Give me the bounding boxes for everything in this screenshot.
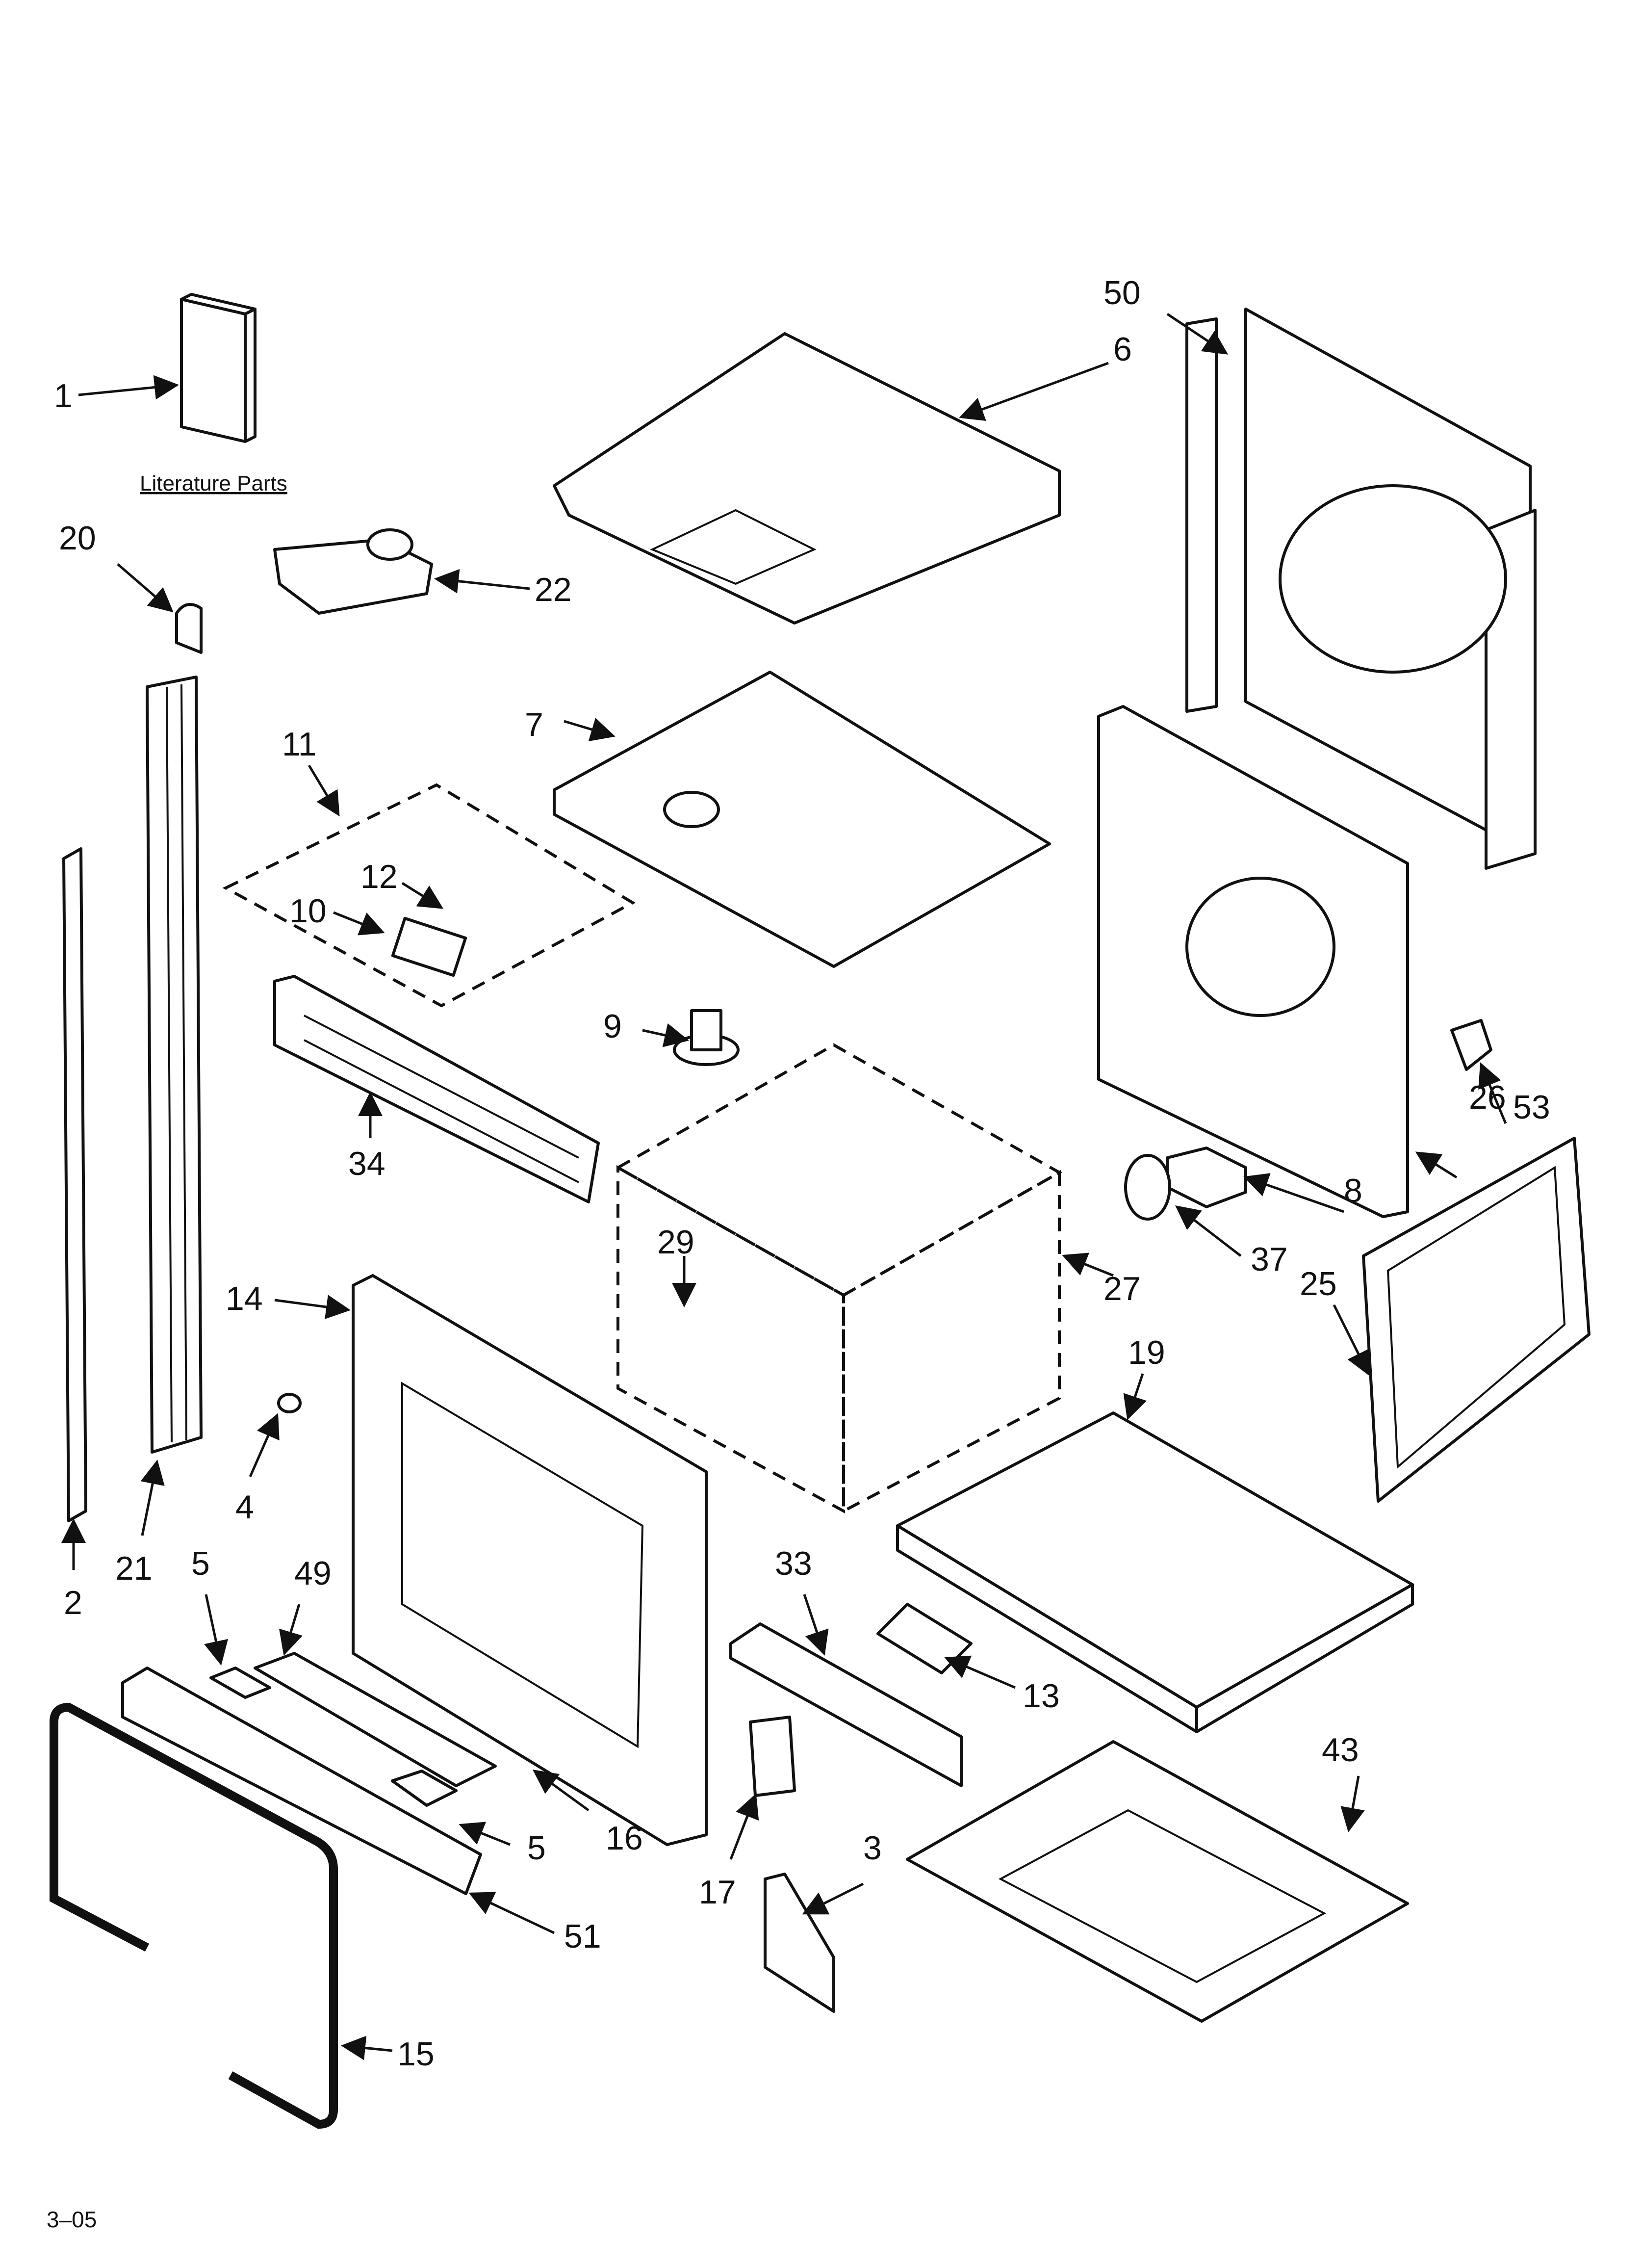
callout-10: 10: [289, 892, 327, 930]
callout-53: 53: [1513, 1089, 1550, 1126]
callout-15: 15: [397, 2035, 435, 2073]
callout-37: 37: [1251, 1241, 1288, 1278]
end-cap: [175, 603, 203, 654]
vent-grille: [273, 975, 600, 1203]
small-bracket: [1450, 1019, 1492, 1071]
element-terminal: [673, 1009, 740, 1066]
rear-frame: [1097, 705, 1409, 1218]
sensor-block: [1166, 1147, 1247, 1208]
spacer-block-lower: [391, 1770, 458, 1807]
literature-booklet: [180, 293, 257, 443]
insulation-strip: [254, 1652, 497, 1787]
literature-caption: Literature Parts: [140, 471, 287, 495]
callout-8: 8: [1344, 1172, 1362, 1209]
revision-code: 3–05: [47, 2207, 97, 2232]
callout-25: 25: [1300, 1265, 1337, 1303]
screw: [277, 1393, 302, 1413]
callout-34: 34: [348, 1145, 385, 1182]
callout-11: 11: [282, 726, 317, 763]
callout-20: 20: [59, 520, 96, 557]
rear-panel: [1185, 308, 1537, 870]
mounting-bracket: [764, 1873, 835, 2013]
callout-3: 3: [863, 1829, 882, 1867]
callout-17: 17: [699, 1874, 736, 1911]
top-shield: [553, 332, 1061, 625]
callout-22: 22: [535, 571, 572, 608]
callout-5-lower: 5: [527, 1829, 546, 1867]
callout-49: 49: [294, 1555, 332, 1592]
side-trim-left: [62, 847, 87, 1522]
bottom-shield: [896, 1411, 1414, 1733]
leader-arrows: [61, 313, 1507, 2060]
light-kit-outline: [222, 783, 636, 1008]
callout-1: 1: [54, 377, 73, 415]
callout-7: 7: [525, 706, 543, 743]
bottom-trim: [729, 1622, 963, 1787]
latch-assembly: [273, 528, 433, 615]
bottom-pan: [906, 1740, 1409, 2023]
callout-26: 26: [1469, 1079, 1506, 1116]
thermostat-disc: [1124, 1154, 1171, 1221]
callout-33: 33: [775, 1545, 812, 1582]
callout-4: 4: [235, 1488, 254, 1526]
callout-12: 12: [360, 858, 398, 895]
front-frame: [352, 1274, 708, 1846]
side-trim-right: [146, 676, 203, 1454]
door-frame: [1362, 1137, 1591, 1503]
callout-27: 27: [1103, 1270, 1141, 1307]
callout-13: 13: [1023, 1677, 1060, 1715]
callout-9: 9: [603, 1008, 622, 1045]
hinge-bracket: [749, 1716, 796, 1797]
callout-2: 2: [64, 1584, 82, 1621]
light-lens: [391, 916, 467, 977]
callout-29: 29: [657, 1224, 694, 1261]
callout-51: 51: [564, 1918, 601, 1955]
top-panel: [553, 671, 1051, 968]
front-trim-bar: [121, 1667, 482, 1895]
callout-6: 6: [1113, 331, 1132, 368]
callout-50: 50: [1103, 274, 1141, 312]
spacer-block-upper: [209, 1667, 271, 1699]
callout-19: 19: [1128, 1334, 1165, 1371]
callout-5-upper: 5: [191, 1545, 210, 1582]
callout-labels: 1 20 22 11 12 10 34 9 29 27 14 4 2 21 5 …: [54, 274, 1550, 2073]
callout-14: 14: [226, 1280, 263, 1317]
callout-21: 21: [115, 1550, 153, 1587]
oven-cavity: [615, 1043, 1063, 1514]
callout-16: 16: [606, 1820, 643, 1857]
callout-43: 43: [1322, 1731, 1359, 1769]
door-gasket: [50, 1702, 338, 2129]
